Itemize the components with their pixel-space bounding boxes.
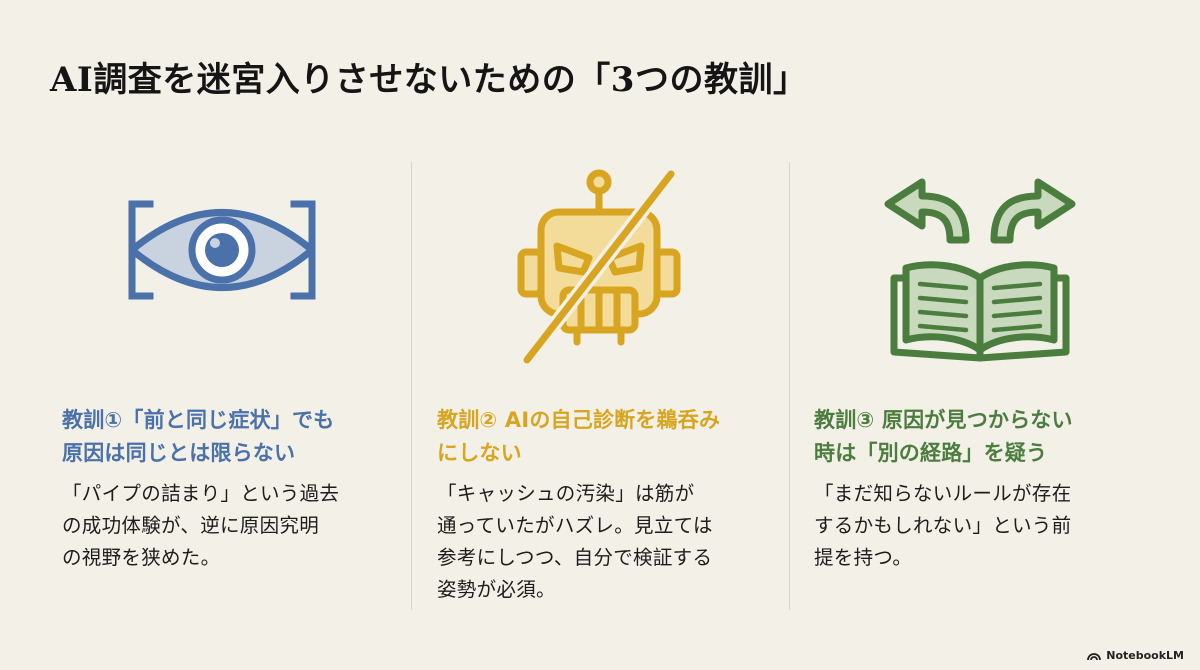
robot-crossed-out-icon [499, 160, 699, 370]
page-title: AI調査を迷宮入りさせないための「3つの教訓」 [50, 60, 808, 100]
lesson-body: 「パイプの詰まり」という過去 の成功体験が、逆に原因究明 の視野を狭めた。 [62, 482, 340, 569]
lesson-heading: 教訓③ 原因が見つからない 時は「別の経路」を疑う [814, 408, 1073, 465]
lesson-card-2: 教訓② AIの自己診断を鵜呑み にしない 「キャッシュの汚染」は筋が 通っていた… [437, 160, 777, 606]
lesson-body: 「まだ知らないルールが存在 するかもしれない」という前 提を持つ。 [814, 482, 1072, 569]
lesson-card-3: 教訓③ 原因が見つからない 時は「別の経路」を疑う 「まだ知らないルールが存在 … [814, 160, 1154, 574]
notebooklm-logo-icon [1087, 652, 1102, 660]
column-divider [789, 162, 790, 610]
book-branching-arrows-icon [880, 160, 1080, 370]
lesson-body: 「キャッシュの汚染」は筋が 通っていたがハズレ。見立ては 参考にしつつ、自分で検… [437, 482, 713, 601]
watermark-label: NotebookLM [1106, 649, 1184, 662]
column-divider [411, 162, 412, 610]
lesson-heading: 教訓② AIの自己診断を鵜呑み にしない [437, 408, 721, 465]
lesson-heading: 教訓①「前と同じ症状」でも 原因は同じとは限らない [62, 408, 335, 465]
eye-focus-icon [122, 160, 322, 370]
lesson-card-1: 教訓①「前と同じ症状」でも 原因は同じとは限らない 「パイプの詰まり」という過去… [62, 160, 402, 574]
notebooklm-watermark: NotebookLM [1081, 647, 1190, 664]
